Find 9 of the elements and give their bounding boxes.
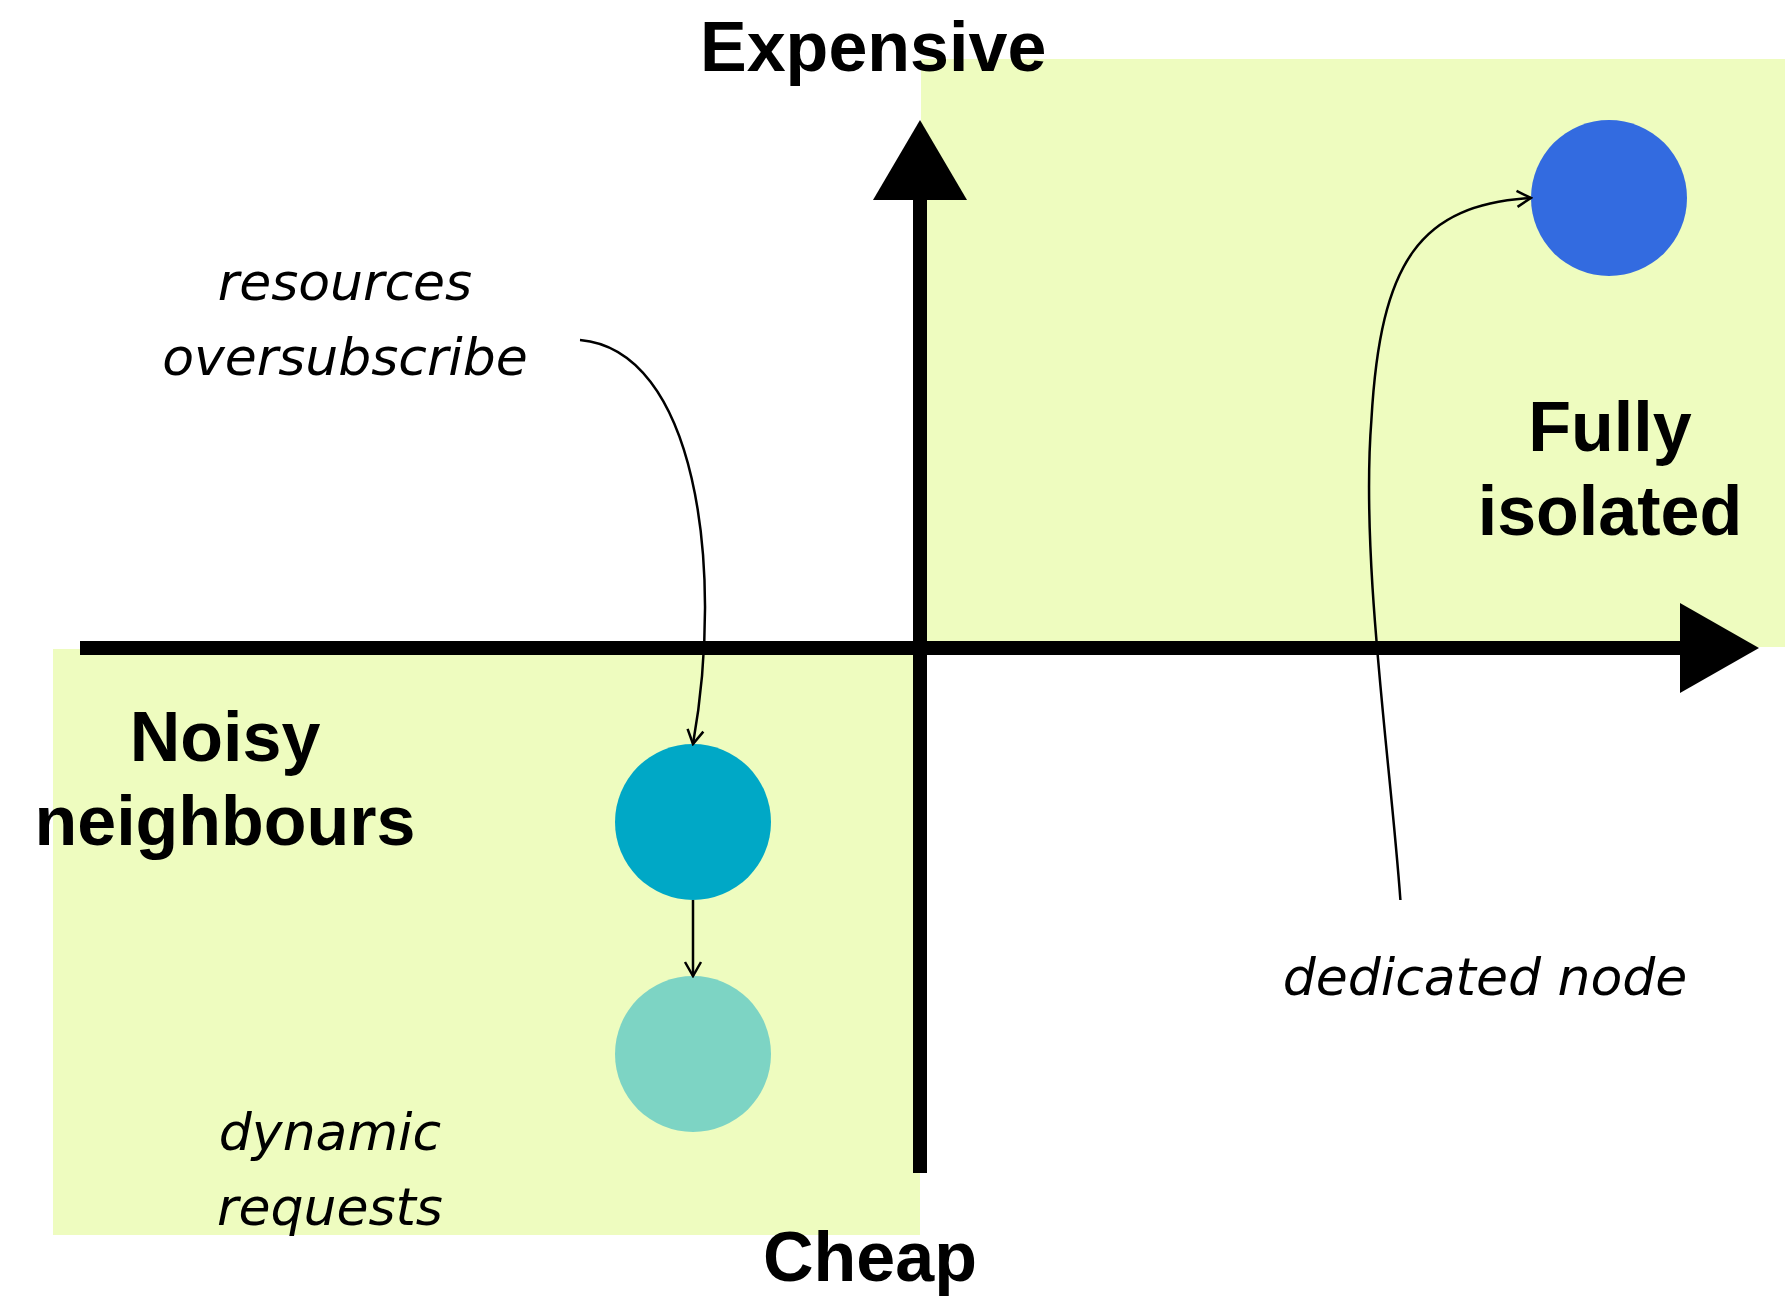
quadrant-title: Noisy neighbours [33,697,417,862]
annotation-text: resources oversubscribe [110,245,580,415]
arrow [1367,190,1533,901]
annotation-text: dedicated node [1250,940,1720,1030]
arrow [683,900,703,978]
arrow [579,338,707,746]
axis-label: Cheap [762,1217,978,1298]
annotation-text: dynamic requests [216,1101,444,1240]
quadrant-title: Fully isolated [1476,387,1744,552]
